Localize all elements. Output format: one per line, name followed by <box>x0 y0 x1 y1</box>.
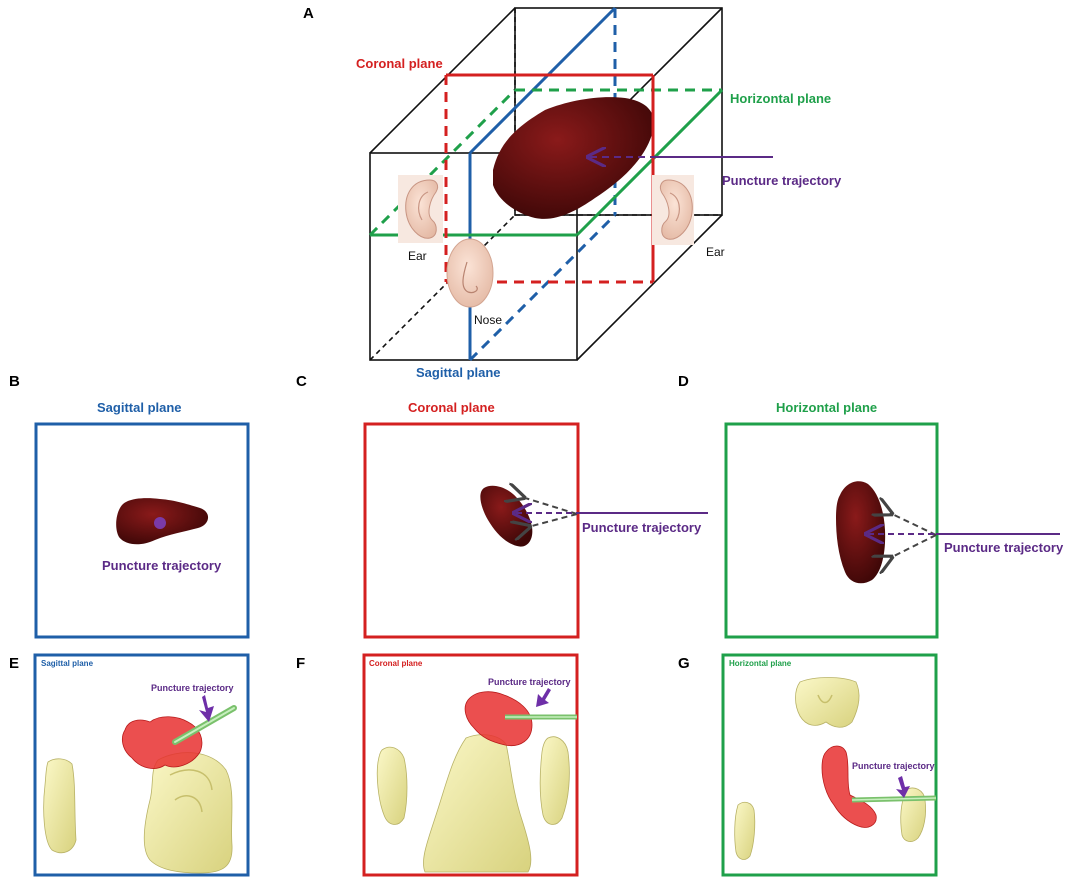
label-trajectory-b: Puncture trajectory <box>102 558 222 573</box>
panel-letter-b: B <box>9 373 20 390</box>
trajectory-cone-c <box>522 497 578 527</box>
bone-right-g <box>900 787 926 842</box>
hematoma-slice-d <box>836 481 886 584</box>
panel-b: B Sagittal plane Puncture trajectory <box>9 373 250 639</box>
title-horizontal-plane-g: Horizontal plane <box>729 659 792 668</box>
frame-sagittal-b <box>34 422 250 639</box>
title-horizontal-plane-d: Horizontal plane <box>776 400 877 415</box>
label-trajectory-f: Puncture trajectory <box>488 677 571 687</box>
trajectory-point-b <box>154 517 166 529</box>
hematoma-slice-c <box>480 485 533 547</box>
frame-horizontal-d <box>724 422 939 639</box>
panel-e: E Sagittal plane Puncture trajectory <box>9 653 250 877</box>
label-horizontal-plane-a: Horizontal plane <box>730 91 831 106</box>
label-trajectory-d: Puncture trajectory <box>944 540 1064 555</box>
title-sagittal-plane-b: Sagittal plane <box>97 400 182 415</box>
trajectory-pointer-g <box>896 776 910 798</box>
bone-left-e <box>43 758 77 854</box>
bone-left-g <box>734 801 756 860</box>
label-trajectory-c: Puncture trajectory <box>582 520 702 535</box>
label-nose: Nose <box>474 313 502 327</box>
bone-right-f <box>539 736 570 825</box>
horizontal-plane-outline <box>368 88 724 237</box>
panel-letter-f: F <box>296 655 305 672</box>
title-coronal-plane-c: Coronal plane <box>408 400 495 415</box>
panel-letter-d: D <box>678 373 689 390</box>
bone-left-f <box>376 746 408 825</box>
label-sagittal-plane-a: Sagittal plane <box>416 365 501 380</box>
frame-coronal-c <box>363 422 580 639</box>
cube-wireframe <box>369 7 723 361</box>
panel-letter-a: A <box>303 5 314 22</box>
panel-letter-g: G <box>678 655 690 672</box>
label-trajectory-g: Puncture trajectory <box>852 761 935 771</box>
trajectory-pointer-e <box>199 695 214 722</box>
trajectory-cone-d <box>890 513 937 558</box>
title-coronal-plane-f: Coronal plane <box>369 659 423 668</box>
label-ear-left: Ear <box>408 249 427 263</box>
title-sagittal-plane-e: Sagittal plane <box>41 659 94 668</box>
panel-d: D Horizontal plane Puncture trajectory <box>678 373 1064 639</box>
panel-letter-e: E <box>9 655 19 672</box>
panel-letter-c: C <box>296 373 307 390</box>
hematoma-3d-e <box>121 716 203 769</box>
label-trajectory-e: Puncture trajectory <box>151 683 234 693</box>
panel-a: A <box>303 5 842 380</box>
hematoma-3d-g <box>821 745 877 828</box>
hematoma-3d-f <box>464 691 533 747</box>
label-coronal-plane-a: Coronal plane <box>356 56 443 71</box>
label-ear-right: Ear <box>706 245 725 259</box>
ear-right-image <box>652 175 694 245</box>
panel-c: C Coronal plane Puncture trajectory <box>296 373 708 639</box>
ear-left-image <box>398 175 443 243</box>
nose-image <box>446 238 494 308</box>
panel-f: F Coronal plane Puncture trajectory <box>296 653 579 877</box>
hematoma-shape <box>493 97 654 219</box>
panel-g: G Horizontal plane Puncture trajectory <box>678 653 938 877</box>
label-trajectory-a: Puncture trajectory <box>722 173 842 188</box>
trajectory-pointer-f <box>536 688 551 707</box>
